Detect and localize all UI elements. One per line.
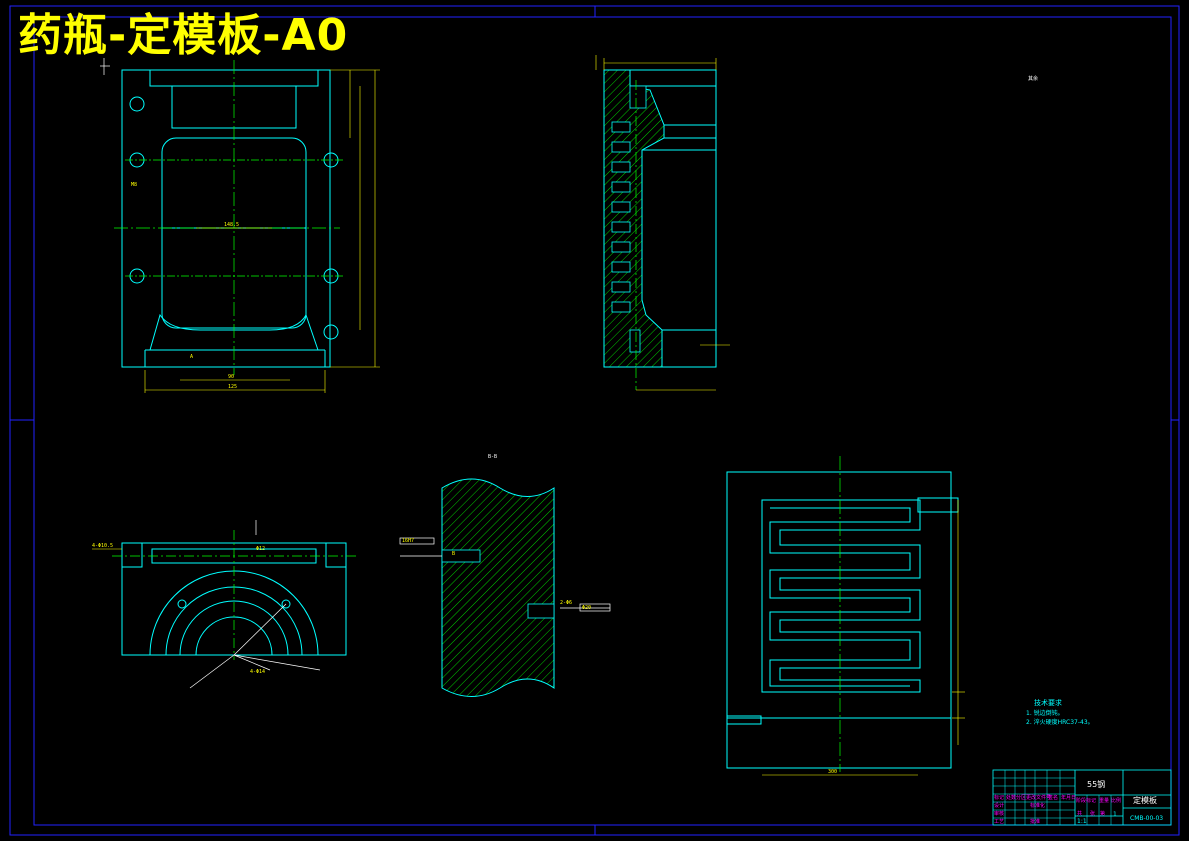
tech-req-heading: 技术要求: [1034, 698, 1062, 707]
tb-label: 标记: [994, 794, 1004, 801]
detail-label-a: A: [190, 354, 193, 360]
section-label: B-B: [488, 454, 497, 460]
tb-label: 处数: [1006, 794, 1016, 801]
tech-req-item: 1. 锐边倒钝。: [1026, 709, 1064, 717]
title-block-sheet: 1: [1113, 811, 1117, 818]
tb-label: 设计: [994, 802, 1004, 809]
title-block-scale: 1:1: [1077, 818, 1087, 825]
side-section-view: [595, 55, 730, 391]
tb-label: 年月日: [1061, 794, 1076, 801]
drawing-frame: [9, 5, 1180, 836]
section-b-b: [399, 478, 611, 697]
dim-text: 148.5: [224, 222, 239, 228]
tb-label: 批准: [1030, 818, 1040, 825]
bottom-left-view: [92, 520, 356, 689]
tb-label: 阶段标记: [1076, 797, 1096, 804]
title-block-drawing-no: CMB-00-03: [1130, 815, 1163, 822]
detail-label-b: B: [452, 551, 455, 557]
title-block-part-name: 定模板: [1133, 795, 1157, 805]
dim-text: 16H7: [402, 538, 414, 544]
tb-label: 审核: [994, 810, 1004, 817]
dim-text: 125: [228, 384, 237, 390]
tech-req-item: 2. 淬火硬度HRC37-43。: [1026, 718, 1094, 726]
dim-text: 2-Φ6: [560, 600, 572, 606]
tb-label: 张: [1090, 810, 1095, 817]
tb-label: 签名: [1048, 794, 1058, 801]
dim-text: M8: [131, 182, 137, 188]
tb-label: 工艺: [994, 819, 1004, 825]
dim-text: Φ20: [582, 605, 591, 611]
dim-text: Φ12: [256, 546, 265, 552]
tb-label: 共: [1077, 810, 1082, 817]
tb-label: 比例: [1111, 797, 1121, 804]
dim-text: 300: [828, 769, 837, 775]
drawing-title: 药瓶-定模板-A0: [18, 10, 349, 61]
front-view: [100, 58, 380, 393]
dim-text: 4-Φ14: [250, 669, 265, 675]
dim-text: 90: [228, 374, 234, 380]
tb-label: 标准化: [1030, 802, 1045, 809]
dim-text: 4-Φ10.5: [92, 543, 113, 549]
tb-label: 第: [1100, 810, 1105, 817]
tb-label: 分区: [1016, 794, 1026, 801]
title-block-material: 55钢: [1087, 779, 1105, 789]
cooling-circuit-view: [726, 456, 965, 776]
title-block: [992, 769, 1172, 826]
tb-label: 重量: [1099, 797, 1109, 804]
tb-label: 更改文件号: [1026, 794, 1051, 801]
roughness-note: 其余: [1028, 75, 1038, 82]
